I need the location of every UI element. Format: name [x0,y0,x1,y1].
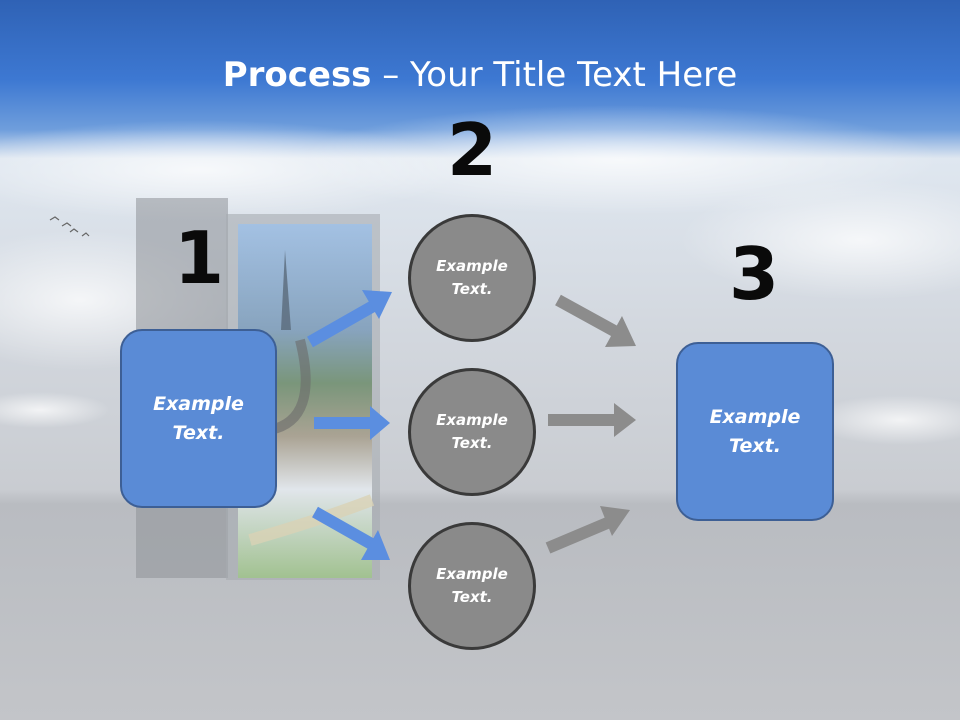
gray-arrow-right [548,403,636,437]
blue-arrow-up [307,290,392,348]
slide-title: Process – Your Title Text Here [0,52,960,98]
step-1-number: 1 [173,216,225,300]
step-3-text: Example Text. [709,405,801,457]
step-2-circle-bottom[interactable]: Example Text. [408,522,536,650]
step-3-number: 3 [728,232,780,316]
step-1-box[interactable]: Example Text. [120,329,277,508]
gray-arrow-up [545,506,630,554]
step-2-number: 2 [446,108,498,192]
blue-arrow-down [312,506,390,560]
blue-arrow-right [314,406,390,440]
step-2-circle-bottom-text: Example Text. [436,565,508,606]
gray-arrow-down [555,294,636,347]
step-2-circle-top-text: Example Text. [436,257,508,298]
step-3-box[interactable]: Example Text. [676,342,834,521]
title-bold: Process [222,55,372,95]
step-2-circle-middle-text: Example Text. [436,411,508,452]
step-2-circle-middle[interactable]: Example Text. [408,368,536,496]
step-2-circle-top[interactable]: Example Text. [408,214,536,342]
step-1-text: Example Text. [153,392,244,444]
title-rest: – Your Title Text Here [371,55,738,95]
